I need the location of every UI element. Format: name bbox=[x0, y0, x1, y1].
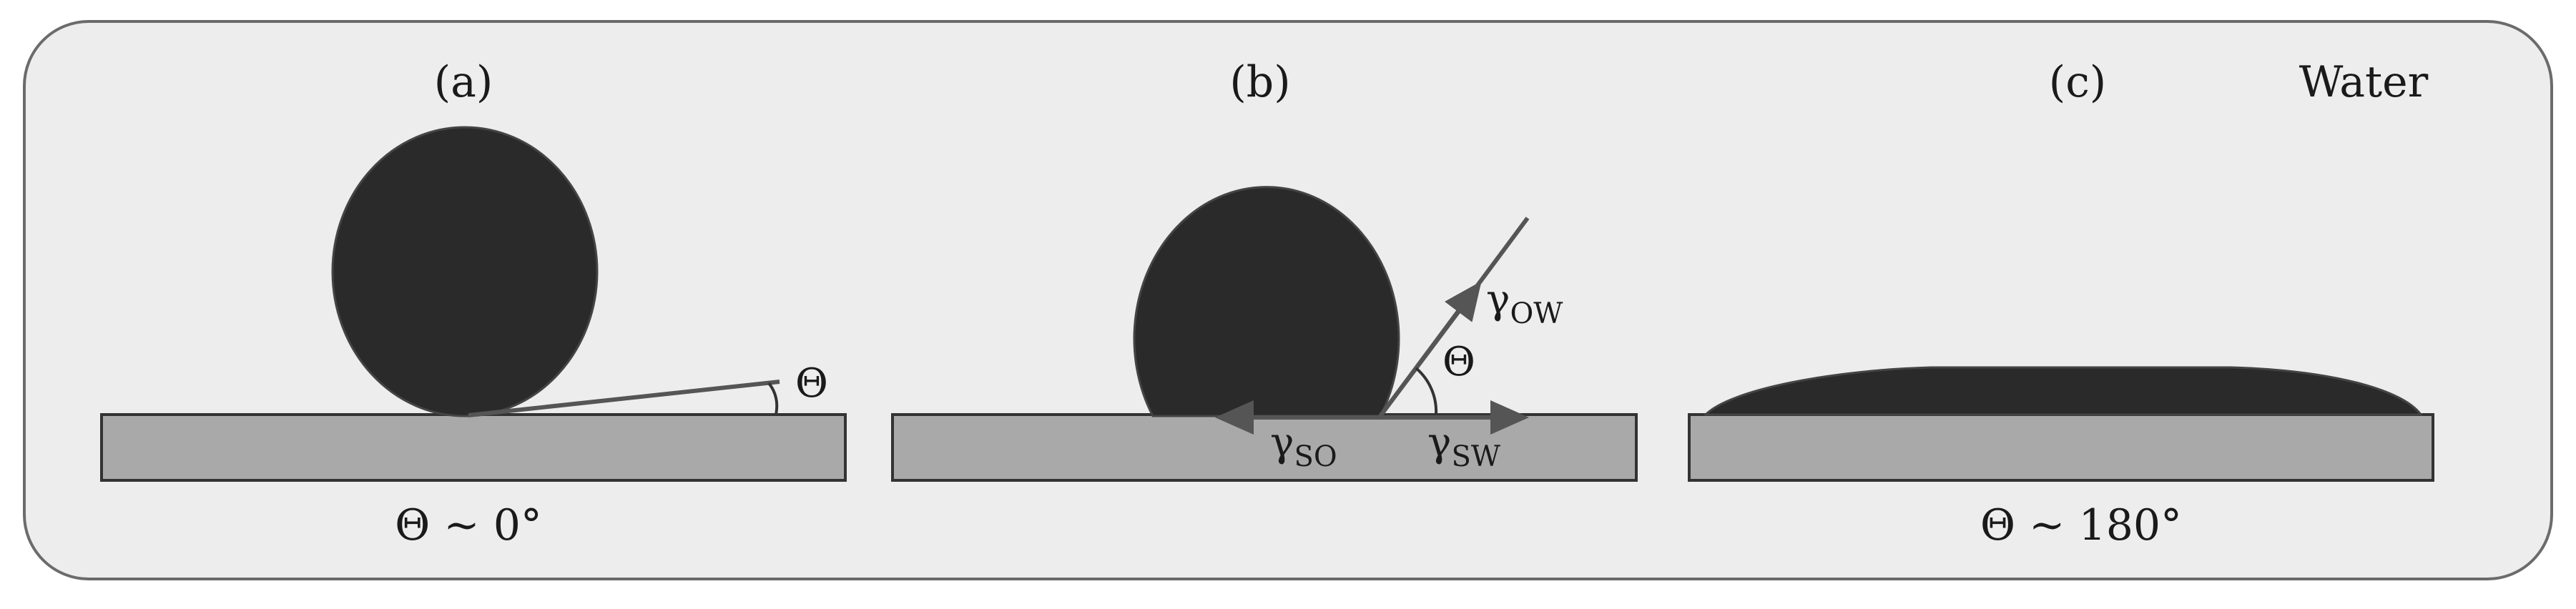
gamma-sw-symbol: γ bbox=[1427, 420, 1451, 466]
gamma-so-symbol: γ bbox=[1270, 420, 1294, 466]
gamma-ow-subscript: OW bbox=[1510, 297, 1563, 330]
panel-a-droplet bbox=[331, 126, 599, 417]
panel-c-droplet bbox=[1703, 366, 2423, 416]
panel-c-label: (c) bbox=[2049, 57, 2106, 107]
panel-b: (b) Θ γOW γSO γSW bbox=[891, 57, 1638, 482]
medium-label: Water bbox=[2299, 57, 2429, 107]
panel-b-gamma-so-label: γSO bbox=[1270, 420, 1337, 473]
panel-b-droplet bbox=[1133, 186, 1400, 417]
panel-a-tangent-line bbox=[468, 380, 780, 417]
panel-c-angle-caption: Θ ~ 180° bbox=[1980, 500, 2182, 550]
panel-b-label: (b) bbox=[1229, 57, 1290, 107]
panel-b-substrate bbox=[891, 413, 1638, 482]
gamma-sw-subscript: SW bbox=[1451, 440, 1500, 473]
gamma-so-subscript: SO bbox=[1294, 440, 1337, 473]
gamma-ow-symbol: γ bbox=[1486, 277, 1510, 323]
panel-b-gamma-sw-label: γSW bbox=[1427, 420, 1500, 473]
panel-b-angle-symbol: Θ bbox=[1442, 339, 1475, 385]
panel-a-angle-arc bbox=[767, 382, 779, 415]
panel-b-angle-arc bbox=[1415, 367, 1438, 415]
panel-a-angle-symbol: Θ bbox=[795, 360, 828, 407]
panel-c: (c) Θ ~ 180° bbox=[1688, 57, 2434, 550]
panel-b-gamma-ow-arrow bbox=[1378, 281, 1482, 417]
panel-b-gamma-ow-label: γOW bbox=[1486, 277, 1563, 330]
panel-a-label: (a) bbox=[434, 57, 493, 107]
panel-c-substrate bbox=[1688, 413, 2434, 482]
panel-a-angle-caption: Θ ~ 0° bbox=[395, 500, 542, 550]
panel-a: (a) Θ Θ ~ 0° bbox=[100, 57, 847, 550]
panel-a-substrate bbox=[100, 413, 847, 482]
